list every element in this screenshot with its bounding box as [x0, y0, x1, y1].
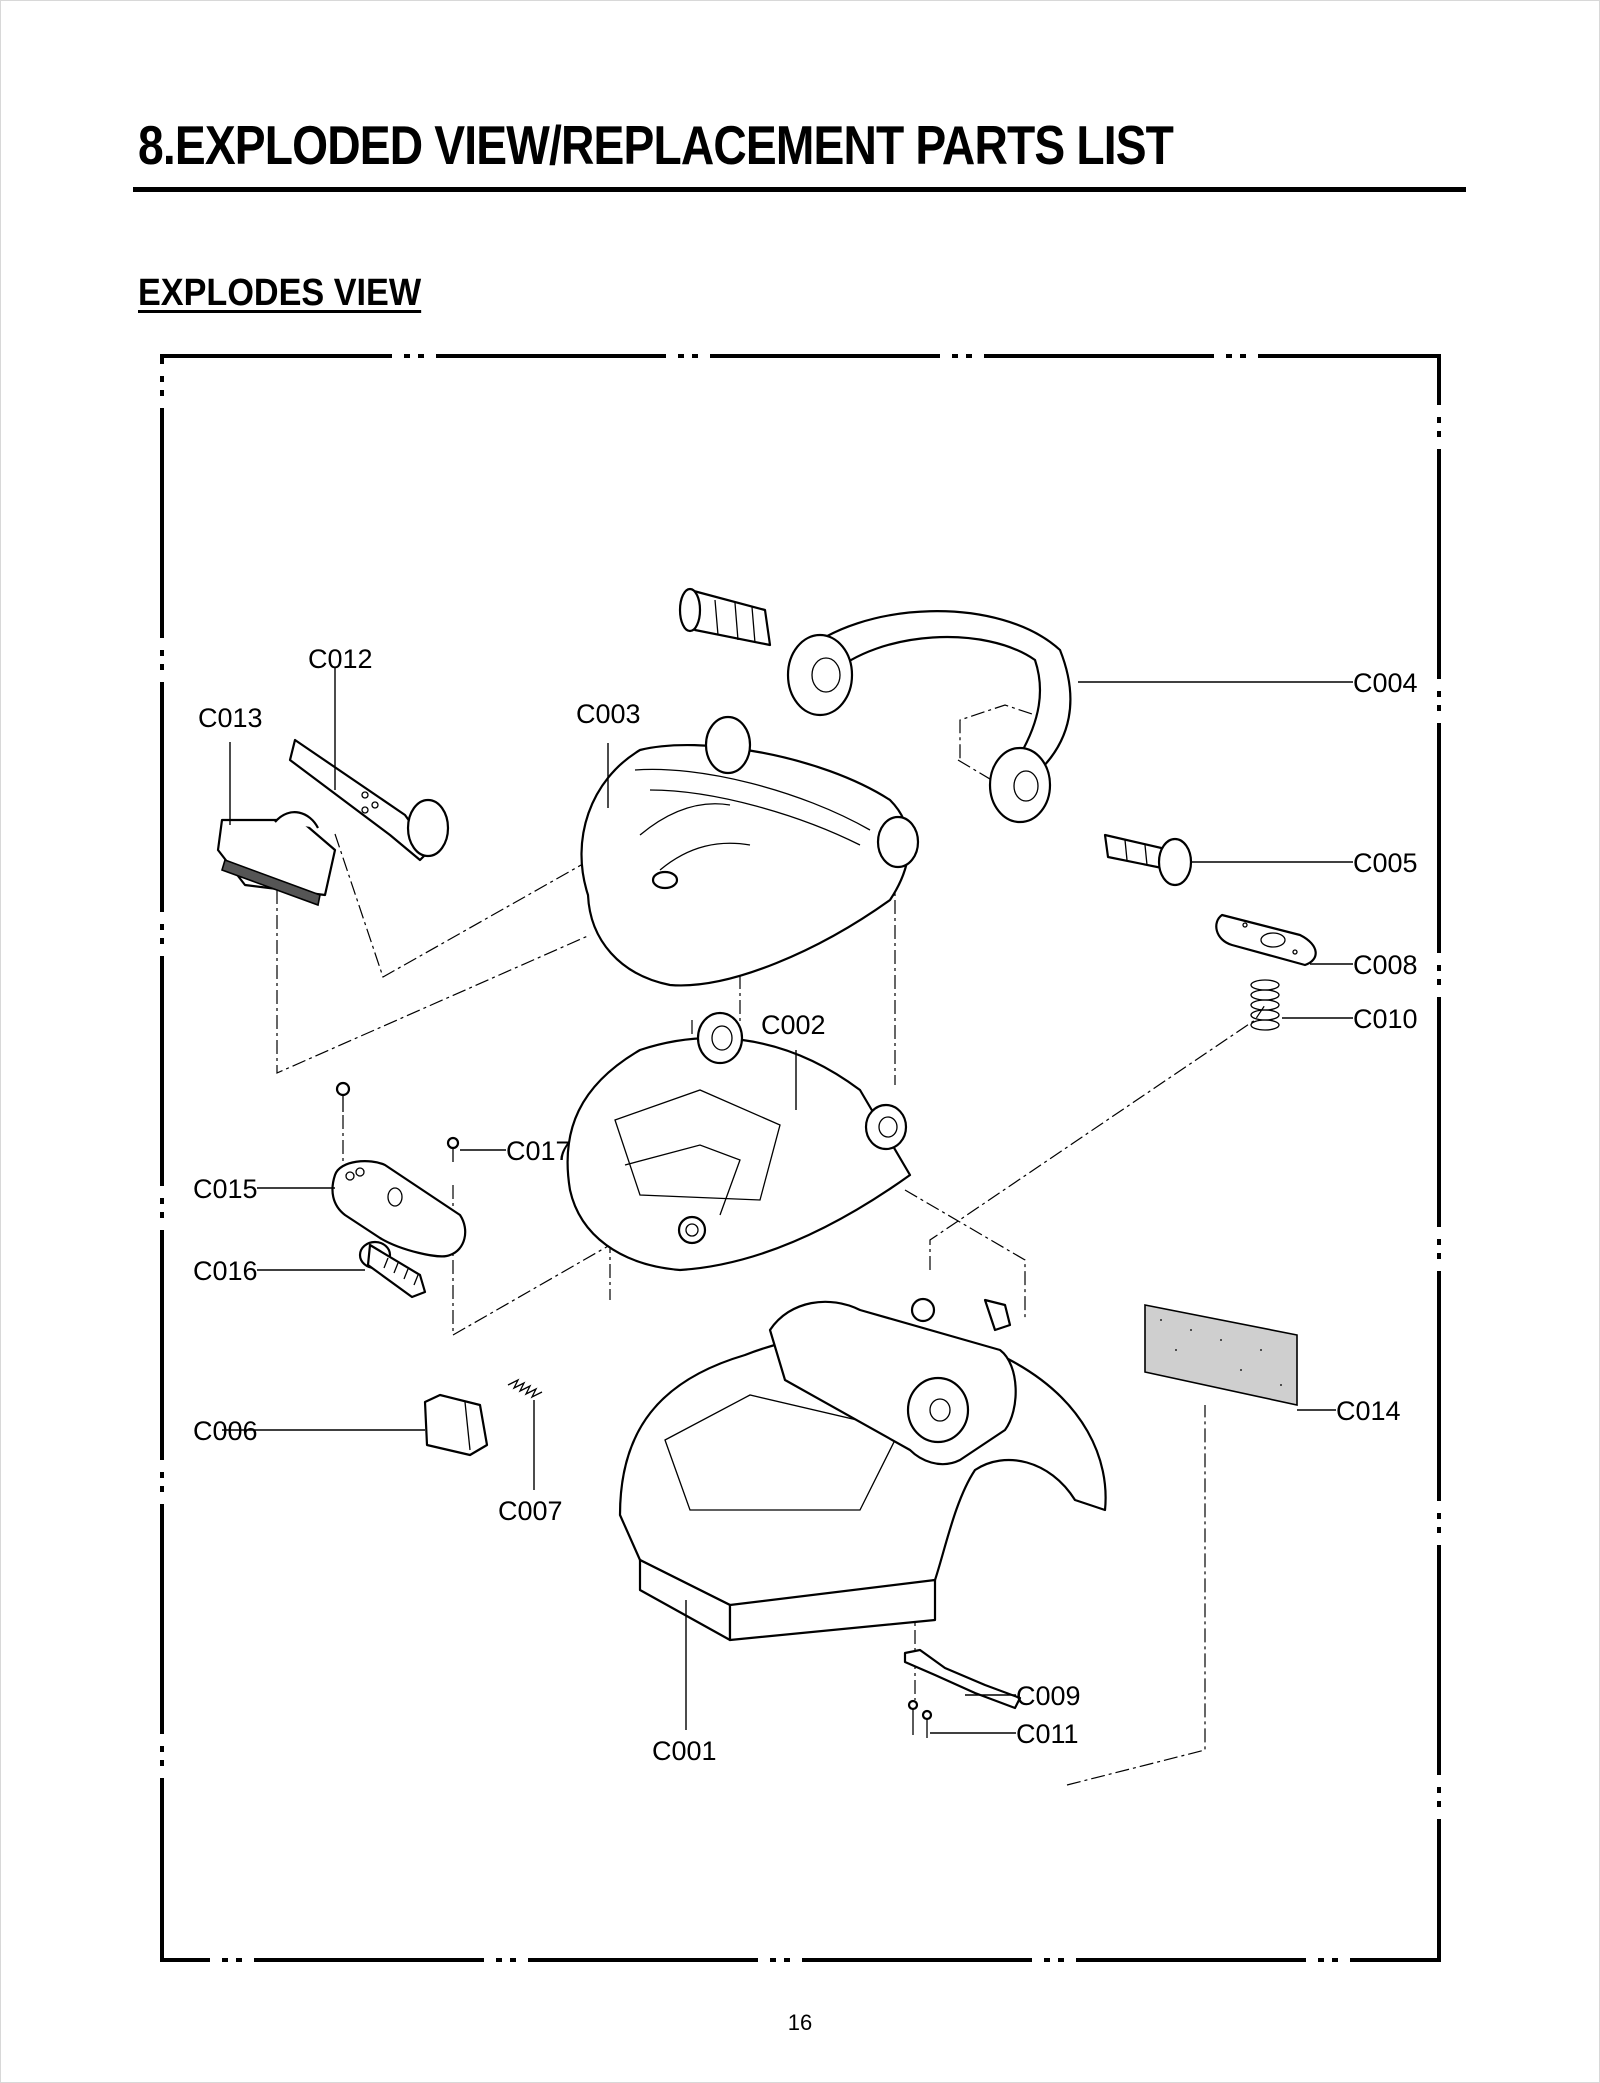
c013-brush-part [216, 811, 337, 907]
label-c009: C009 [1016, 1681, 1081, 1711]
label-c001: C001 [652, 1736, 717, 1766]
label-c015: C015 [193, 1174, 258, 1204]
label-c010: C010 [1353, 1004, 1418, 1034]
c001-main-body-part [618, 1297, 1107, 1642]
c004-handle-part [786, 610, 1072, 824]
label-c011: C011 [1016, 1719, 1079, 1749]
c017-screw-part [335, 1081, 460, 1162]
c002-cyclone-base-part [566, 1011, 912, 1272]
label-c016: C016 [193, 1256, 258, 1286]
label-c005: C005 [1353, 848, 1418, 878]
c010-spring-part [1250, 979, 1280, 1031]
label-c004: C004 [1353, 668, 1418, 698]
label-c003: C003 [576, 699, 641, 729]
label-c002: C002 [761, 1010, 826, 1040]
c007-spring-part [507, 1378, 543, 1399]
title-rule [133, 187, 1466, 192]
assembly-guides [276, 704, 1266, 1786]
label-c012: C012 [308, 644, 373, 674]
page-title: 8.EXPLODED VIEW/REPLACEMENT PARTS LIST [138, 114, 1174, 176]
c005-pin-part [1103, 833, 1193, 887]
c008-cover-plate-part [1215, 913, 1317, 967]
diagram-frame [160, 354, 1441, 1962]
label-c013: C013 [198, 703, 263, 733]
c015-switch-cover-part [331, 1160, 467, 1258]
c004-pin-left-part [678, 587, 772, 647]
leader-lines [222, 668, 1353, 1734]
label-c006: C006 [193, 1416, 258, 1446]
c012-crevice-tool-part [288, 738, 450, 862]
c011-screw-part [907, 1699, 933, 1738]
c009-bracket-part [903, 1648, 1022, 1710]
label-c014: C014 [1336, 1396, 1401, 1426]
c016-switch-spring-part [358, 1240, 427, 1299]
section-title: EXPLODES VIEW [138, 272, 422, 314]
c006-button-part [423, 1393, 489, 1457]
c014-filter-part [1144, 1304, 1298, 1406]
page-number: 16 [787, 2010, 813, 2035]
label-c007: C007 [498, 1496, 563, 1526]
label-c017: C017 [506, 1136, 571, 1166]
label-c008: C008 [1353, 950, 1418, 980]
c003-top-cover-part [580, 715, 920, 987]
